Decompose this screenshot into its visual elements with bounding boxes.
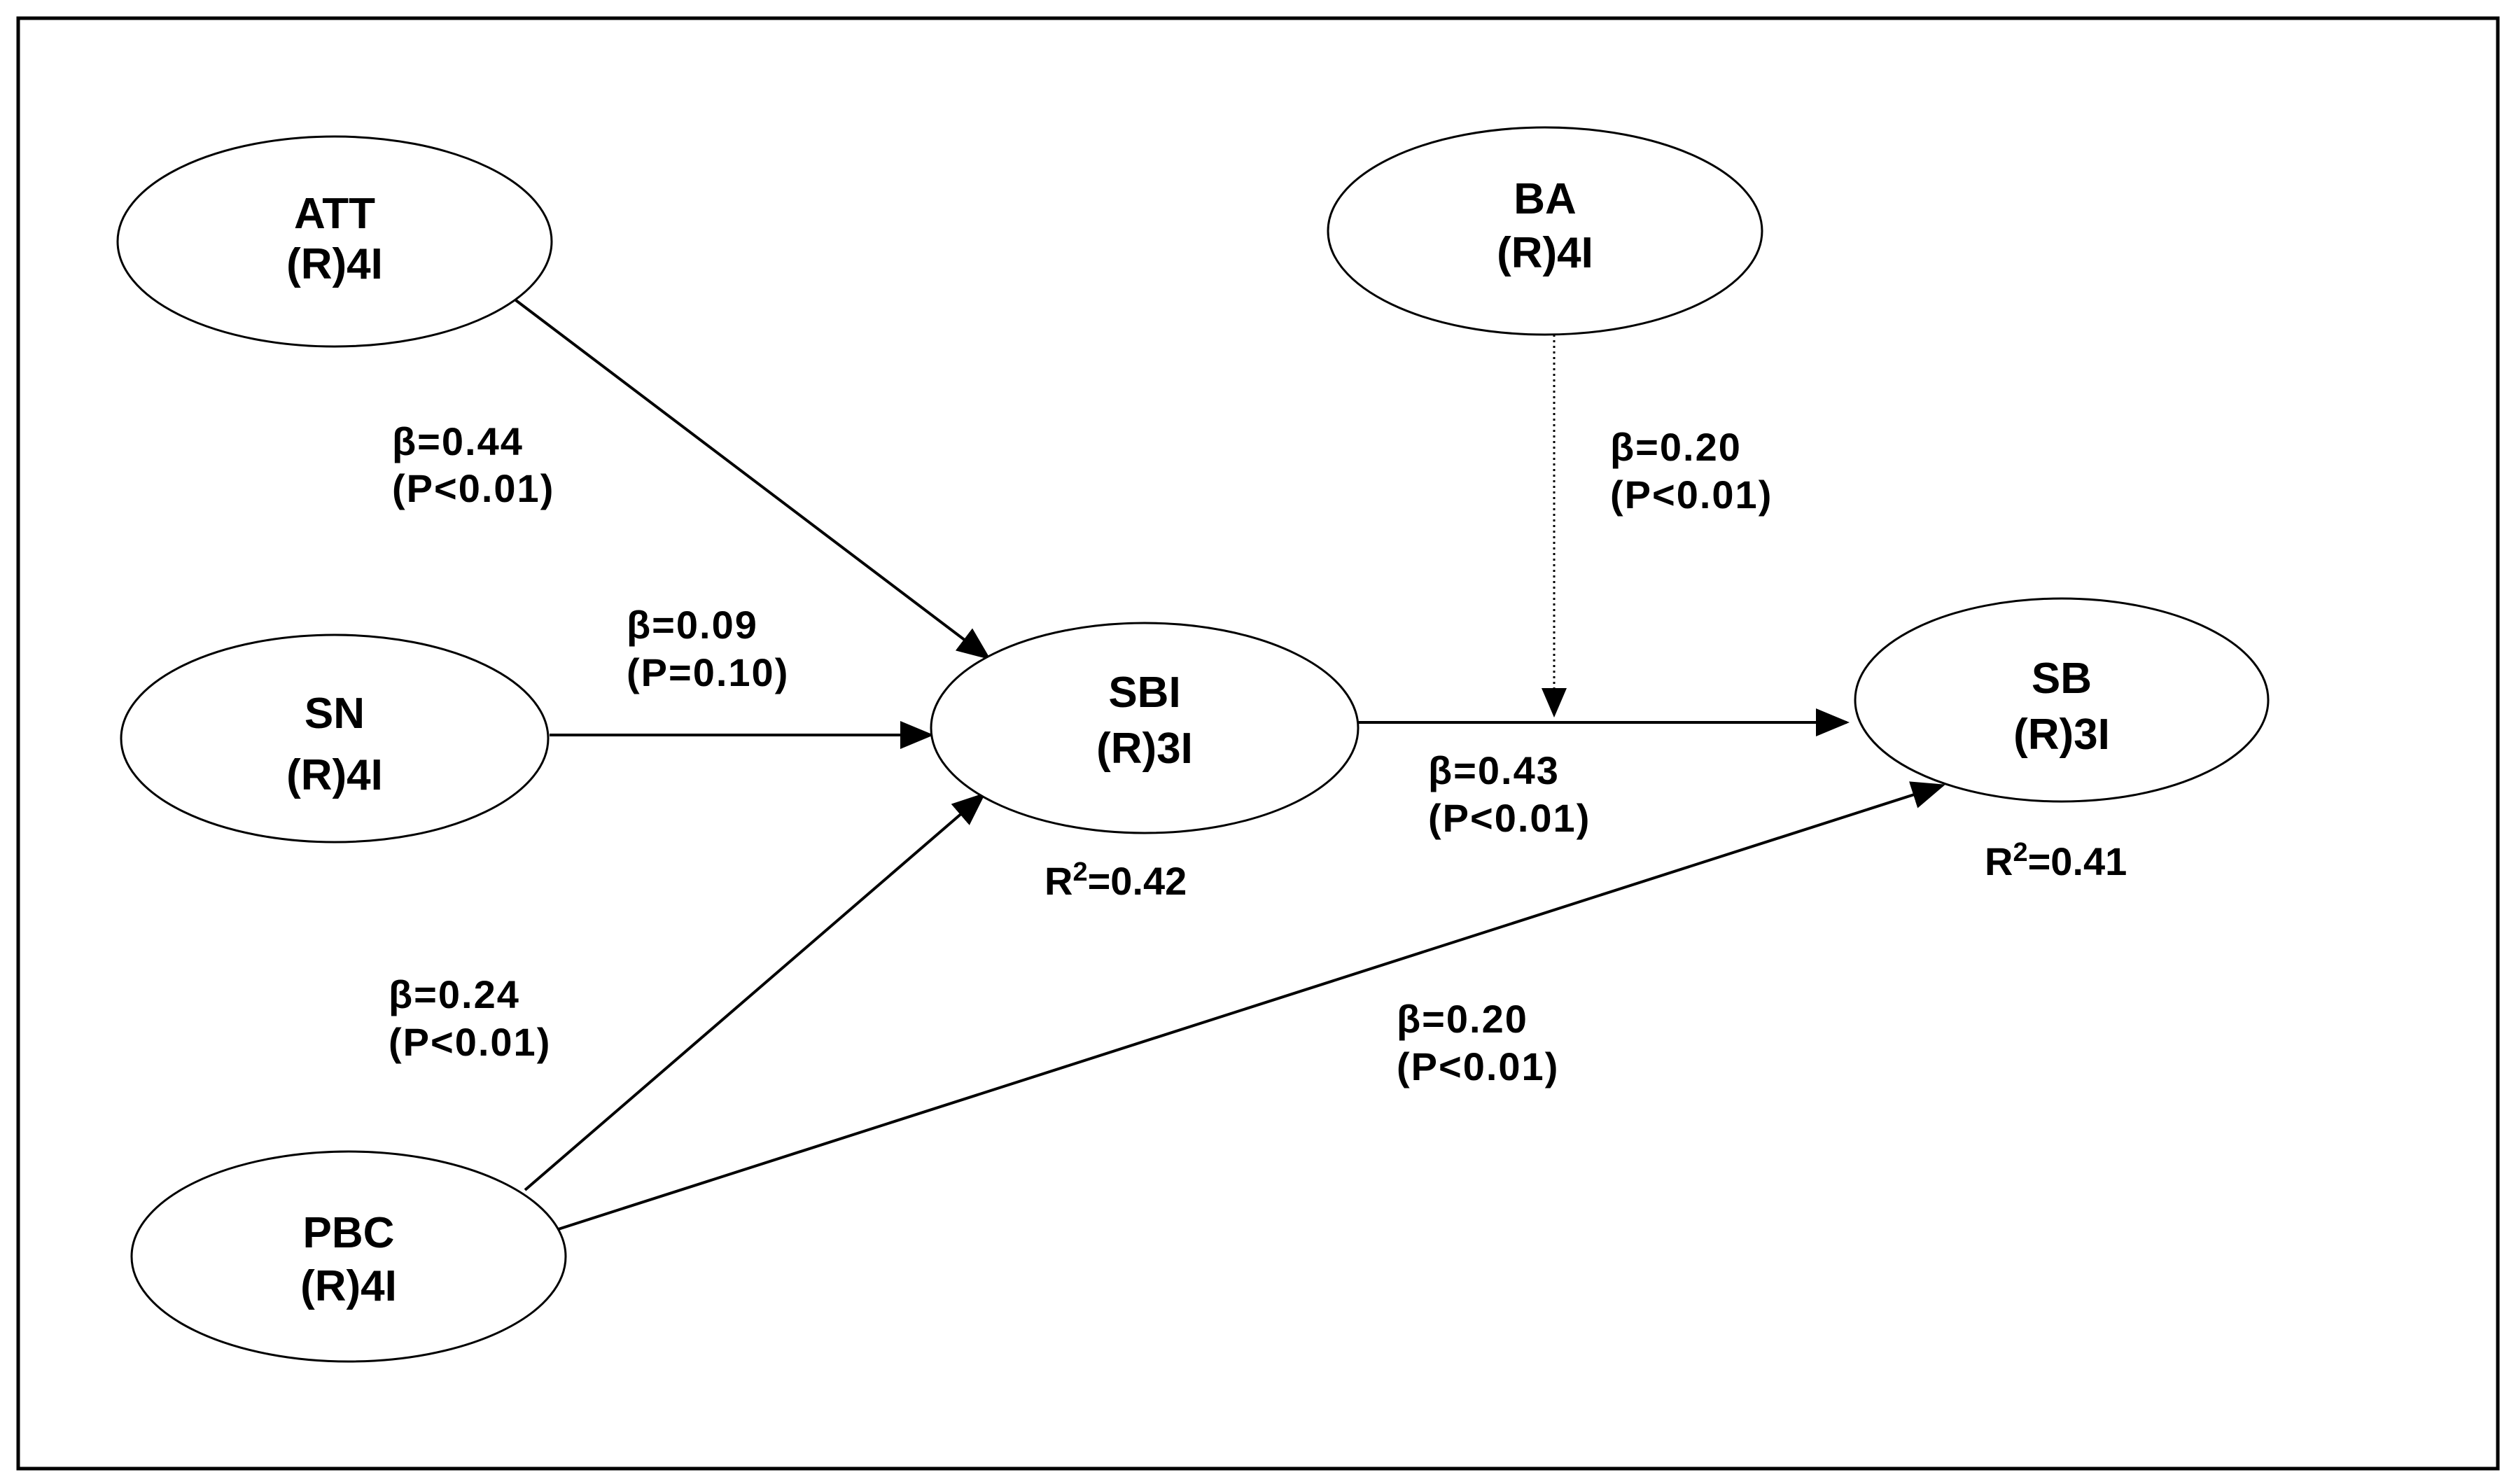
coef-pbc-sbi-p: (P<0.01) bbox=[389, 1020, 551, 1064]
node-att: ATT (R)4I bbox=[116, 135, 553, 348]
edge-pbc-to-sb bbox=[549, 781, 1945, 1233]
node-pbc-detail: (R)4I bbox=[300, 1262, 397, 1310]
r-squared-sbi: R2=0.42 bbox=[1044, 858, 1187, 903]
coef-pbc-sb-p: (P<0.01) bbox=[1397, 1044, 1559, 1088]
node-sb-detail: (R)3I bbox=[2013, 710, 2110, 759]
r-squared-sb-value: =0.41 bbox=[2028, 839, 2127, 883]
coef-att-sbi-p: (P<0.01) bbox=[392, 466, 554, 510]
coef-ba-moderation: β=0.20 (P<0.01) bbox=[1610, 425, 1773, 517]
coef-sn-sbi-p: (P=0.10) bbox=[627, 650, 789, 694]
node-sn-name: SN bbox=[305, 690, 365, 738]
node-sb-name: SB bbox=[2032, 654, 2092, 703]
node-ba-detail: (R)4I bbox=[1497, 229, 1593, 277]
node-sbi: SBI (R)3I bbox=[930, 622, 1360, 834]
r-squared-sb-prefix: R bbox=[1985, 839, 2013, 883]
edge-pbc-to-sbi bbox=[524, 792, 986, 1191]
coef-ba-moderation-p: (P<0.01) bbox=[1610, 472, 1773, 517]
coef-ba-moderation-beta: β=0.20 bbox=[1610, 425, 1742, 469]
edge-att-to-sbi bbox=[506, 293, 991, 660]
r-squared-sbi-prefix: R bbox=[1044, 859, 1072, 903]
r-squared-sb: R2=0.41 bbox=[1985, 838, 2127, 883]
node-pbc-name: PBC bbox=[303, 1209, 395, 1257]
node-att-name: ATT bbox=[294, 190, 375, 238]
diagram-frame bbox=[16, 16, 2500, 1471]
node-sbi-detail: (R)3I bbox=[1096, 724, 1193, 773]
node-ba: BA (R)4I bbox=[1327, 126, 1763, 336]
node-sbi-name: SBI bbox=[1108, 668, 1180, 717]
r-squared-sb-sup: 2 bbox=[2013, 838, 2027, 867]
coef-sbi-sb-p: (P<0.01) bbox=[1428, 796, 1591, 840]
coef-sbi-sb-beta: β=0.43 bbox=[1428, 748, 1560, 792]
node-sn-shape bbox=[120, 634, 550, 844]
coef-pbc-sb: β=0.20 (P<0.01) bbox=[1397, 997, 1559, 1088]
coef-sn-sbi: β=0.09 (P=0.10) bbox=[627, 603, 789, 694]
r-squared-sbi-sup: 2 bbox=[1072, 858, 1087, 887]
node-sb: SB (R)3I bbox=[1854, 597, 2270, 803]
coef-pbc-sbi: β=0.24 (P<0.01) bbox=[389, 972, 551, 1064]
node-sn-detail: (R)4I bbox=[286, 751, 383, 799]
node-att-detail: (R)4I bbox=[286, 240, 383, 288]
node-pbc-shape bbox=[130, 1150, 567, 1363]
coef-sn-sbi-beta: β=0.09 bbox=[627, 603, 758, 647]
coef-pbc-sb-beta: β=0.20 bbox=[1397, 997, 1528, 1041]
coef-sbi-sb: β=0.43 (P<0.01) bbox=[1428, 748, 1591, 840]
node-sbi-shape bbox=[930, 622, 1360, 834]
coef-att-sbi-beta: β=0.44 bbox=[392, 419, 524, 463]
node-sn: SN (R)4I bbox=[120, 634, 550, 844]
node-att-shape bbox=[116, 135, 553, 348]
node-sb-shape bbox=[1854, 597, 2270, 803]
coef-pbc-sbi-beta: β=0.24 bbox=[389, 972, 520, 1016]
node-ba-name: BA bbox=[1514, 175, 1577, 223]
coef-att-sbi: β=0.44 (P<0.01) bbox=[392, 419, 554, 510]
node-ba-shape bbox=[1327, 126, 1763, 336]
r-squared-sbi-value: =0.42 bbox=[1088, 859, 1187, 903]
node-pbc: PBC (R)4I bbox=[130, 1150, 567, 1363]
